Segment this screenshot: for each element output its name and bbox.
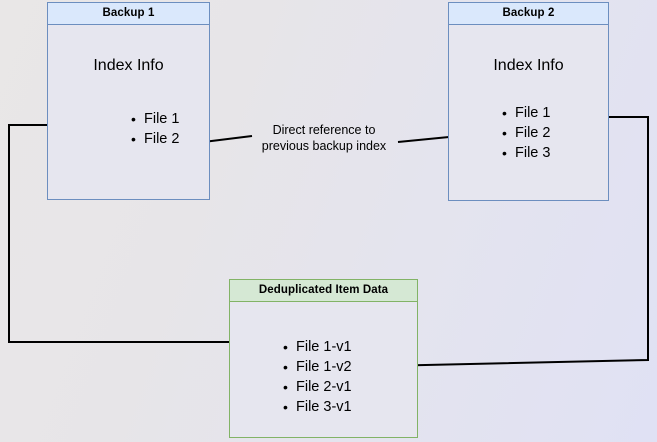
list-item: File 1-v2 <box>283 357 352 377</box>
backup-1-body: Index Info File 1 File 2 <box>48 25 209 199</box>
dedup-file-list: File 1-v1 File 1-v2 File 2-v1 File 3-v1 <box>272 337 352 417</box>
deduplicated-item-data-box[interactable]: Deduplicated Item Data File 1-v1 File 1-… <box>229 279 418 438</box>
list-item: File 1-v1 <box>283 337 352 357</box>
deduplicated-item-data-header: Deduplicated Item Data <box>230 280 417 302</box>
list-item: File 3 <box>502 143 551 163</box>
deduplicated-item-data-body: File 1-v1 File 1-v2 File 2-v1 File 3-v1 <box>230 302 417 437</box>
direct-reference-line-2: previous backup index <box>261 139 387 153</box>
backup-2-header: Backup 2 <box>449 3 608 25</box>
backup-2-box[interactable]: Backup 2 Index Info File 1 File 2 File 3 <box>448 2 609 201</box>
list-item: File 2 <box>131 129 180 149</box>
backup-1-header: Backup 1 <box>48 3 209 25</box>
list-item: File 2 <box>502 123 551 143</box>
direct-reference-line-1: Direct reference to <box>272 123 376 137</box>
backup-1-box[interactable]: Backup 1 Index Info File 1 File 2 <box>47 2 210 200</box>
backup-1-file-list: File 1 File 2 <box>120 109 180 149</box>
direct-reference-annotation: Direct reference to previous backup inde… <box>249 122 399 154</box>
backup-1-index-info-label: Index Info <box>93 57 164 74</box>
backup-2-file-list: File 1 File 2 File 3 <box>491 103 551 163</box>
list-item: File 1 <box>131 109 180 129</box>
backup-2-body: Index Info File 1 File 2 File 3 <box>449 25 608 200</box>
list-item: File 2-v1 <box>283 377 352 397</box>
list-item: File 1 <box>502 103 551 123</box>
list-item: File 3-v1 <box>283 397 352 417</box>
backup-2-index-info-label: Index Info <box>493 57 564 74</box>
